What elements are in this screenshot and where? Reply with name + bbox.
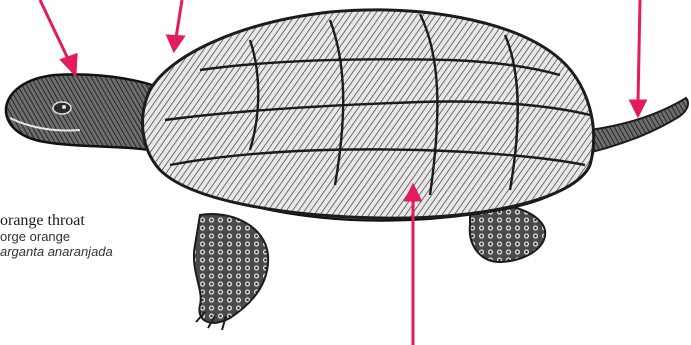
arrow-tail-pointer (638, 0, 640, 103)
turtle-front-leg (194, 214, 268, 323)
label-spanish: arganta anaranjada (0, 245, 113, 260)
arrow-head-pointer (40, 0, 70, 63)
label-english: orange throat (0, 212, 113, 230)
turtle-eye (53, 102, 71, 114)
label-french: orge orange (0, 230, 113, 245)
arrow-shell-edge-pointer (176, 0, 182, 38)
throat-label: orange throat orge orange arganta anaran… (0, 212, 113, 260)
